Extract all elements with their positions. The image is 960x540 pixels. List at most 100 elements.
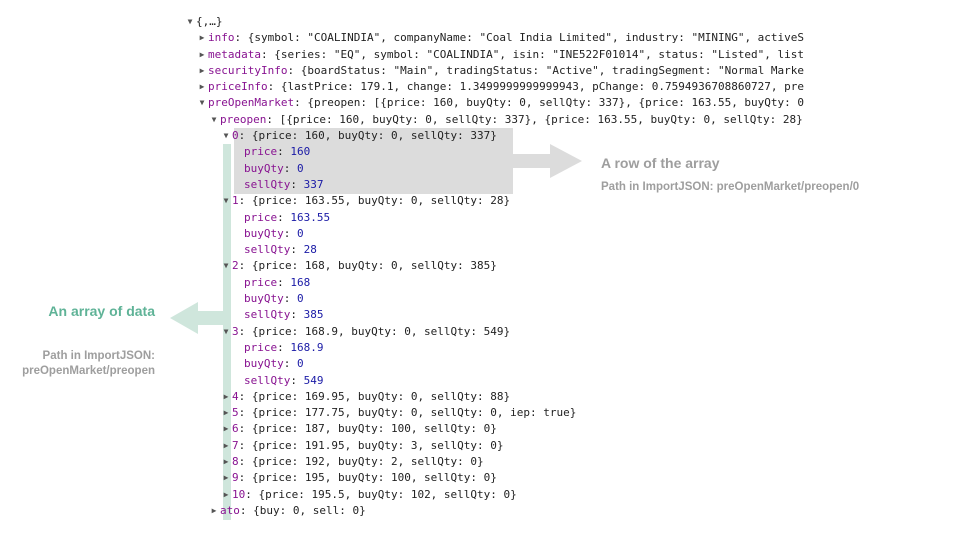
triangle-right-icon[interactable]: ▶ — [199, 49, 205, 59]
key-separator: : — [283, 292, 297, 306]
row-annotation-title: A row of the array — [601, 155, 720, 171]
key-separator: : — [267, 80, 281, 94]
triangle-down-icon[interactable]: ▼ — [223, 326, 229, 336]
tree-summary: {price: 160, buyQty: 0, sellQty: 337} — [251, 129, 497, 143]
array-highlight-bar — [223, 144, 231, 520]
tree-key: 7 — [232, 438, 239, 452]
tree-key: buyQty — [244, 357, 284, 371]
tree-row[interactable]: ▶metadata: {series: "EQ", symbol: "COALI… — [186, 47, 812, 63]
tree-key: preOpenMarket — [208, 96, 295, 110]
tree-row[interactable]: ▶7: {price: 191.95, buyQty: 3, sellQty: … — [186, 438, 812, 454]
key-separator: : — [277, 275, 291, 289]
key-separator: : — [283, 161, 297, 175]
array-annotation-arrow-icon — [170, 302, 224, 334]
key-separator: : — [260, 47, 275, 61]
triangle-down-icon[interactable]: ▼ — [211, 114, 217, 124]
triangle-right-icon[interactable]: ▶ — [211, 505, 217, 515]
tree-value: 0 — [297, 357, 304, 371]
tree-value: 385 — [303, 308, 324, 322]
tree-summary: {price: 192, buyQty: 2, sellQty: 0} — [251, 455, 484, 469]
tree-summary: {price: 168, buyQty: 0, sellQty: 385} — [251, 259, 497, 273]
tree-key: 3 — [232, 324, 239, 338]
key-separator: : — [277, 340, 291, 354]
tree-summary: {series: "EQ", symbol: "COALINDIA", isin… — [274, 47, 805, 61]
triangle-down-icon[interactable]: ▼ — [187, 17, 193, 26]
tree-row[interactable]: ▶6: {price: 187, buyQty: 100, sellQty: 0… — [186, 421, 812, 437]
key-separator: : — [238, 471, 252, 485]
tree-row: sellQty: 385 — [186, 307, 812, 323]
tree-row[interactable]: ▶securityInfo: {boardStatus: "Main", tra… — [186, 63, 812, 79]
key-separator: : — [238, 438, 252, 452]
tree-value: 337 — [303, 177, 324, 191]
key-separator: : — [290, 308, 304, 322]
tree-row[interactable]: ▶4: {price: 169.95, buyQty: 0, sellQty: … — [186, 389, 812, 405]
tree-row[interactable]: ▼{,…} — [186, 14, 812, 30]
tree-row[interactable]: ▼0: {price: 160, buyQty: 0, sellQty: 337… — [186, 128, 812, 144]
key-separator: : — [290, 373, 304, 387]
tree-row[interactable]: ▶10: {price: 195.5, buyQty: 102, sellQty… — [186, 487, 812, 503]
tree-row[interactable]: ▶5: {price: 177.75, buyQty: 0, sellQty: … — [186, 405, 812, 421]
key-separator: : — [238, 389, 252, 403]
triangle-right-icon[interactable]: ▶ — [223, 473, 229, 483]
tree-key: 6 — [232, 422, 239, 436]
tree-value: 163.55 — [290, 210, 331, 224]
tree-key: priceInfo — [208, 80, 268, 94]
json-tree-viewer: ▼{,…}▶info: {symbol: "COALINDIA", compan… — [186, 14, 812, 520]
key-separator: : — [234, 31, 248, 45]
tree-key: sellQty — [244, 373, 291, 387]
tree-summary: {price: 195.5, buyQty: 102, sellQty: 0} — [258, 487, 517, 501]
triangle-right-icon[interactable]: ▶ — [199, 33, 205, 43]
array-annotation-path-value: preOpenMarket/preopen — [22, 365, 155, 377]
triangle-right-icon[interactable]: ▶ — [223, 457, 229, 467]
tree-row[interactable]: ▼2: {price: 168, buyQty: 0, sellQty: 385… — [186, 258, 812, 274]
triangle-right-icon[interactable]: ▶ — [223, 424, 229, 434]
tree-key: 8 — [232, 455, 239, 469]
key-separator: : — [238, 129, 252, 143]
tree-summary: {lastPrice: 179.1, change: 1.34999999999… — [280, 80, 805, 94]
tree-key: preopen — [220, 112, 267, 126]
tree-summary: {preopen: [{price: 160, buyQty: 0, sellQ… — [307, 96, 805, 110]
tree-row[interactable]: ▶ato: {buy: 0, sell: 0} — [186, 503, 812, 519]
tree-summary: {boardStatus: "Main", tradingStatus: "Ac… — [300, 63, 805, 77]
tree-row: buyQty: 0 — [186, 291, 812, 307]
key-separator: : — [238, 324, 252, 338]
array-row-highlight — [234, 128, 513, 194]
array-annotation-path: Path in ImportJSON: preOpenMarket/preope… — [0, 349, 155, 379]
key-separator: : — [283, 357, 297, 371]
tree-key: info — [208, 31, 235, 45]
triangle-down-icon[interactable]: ▼ — [199, 98, 205, 108]
key-separator: : — [294, 96, 308, 110]
triangle-right-icon[interactable]: ▶ — [199, 65, 205, 75]
tree-row[interactable]: ▼3: {price: 168.9, buyQty: 0, sellQty: 5… — [186, 324, 812, 340]
tree-summary: {price: 168.9, buyQty: 0, sellQty: 549} — [251, 324, 511, 338]
tree-summary: {price: 187, buyQty: 100, sellQty: 0} — [251, 422, 497, 436]
tree-key: ato — [220, 503, 240, 517]
tree-key: price — [244, 340, 278, 354]
tree-row[interactable]: ▼preopen: [{price: 160, buyQty: 0, sellQ… — [186, 112, 812, 128]
key-separator: : — [238, 259, 252, 273]
tree-row[interactable]: ▼1: {price: 163.55, buyQty: 0, sellQty: … — [186, 193, 812, 209]
tree-key: sellQty — [244, 308, 291, 322]
triangle-right-icon[interactable]: ▶ — [199, 82, 205, 92]
tree-value: 168.9 — [290, 340, 324, 354]
triangle-down-icon[interactable]: ▼ — [223, 131, 229, 141]
triangle-down-icon[interactable]: ▼ — [223, 196, 229, 206]
tree-value: 0 — [297, 292, 304, 306]
tree-row: price: 160 — [186, 144, 812, 160]
triangle-right-icon[interactable]: ▶ — [223, 391, 229, 401]
tree-row[interactable]: ▶9: {price: 195, buyQty: 100, sellQty: 0… — [186, 470, 812, 486]
triangle-down-icon[interactable]: ▼ — [223, 261, 229, 271]
tree-root-label: {,…} — [196, 15, 223, 28]
tree-row[interactable]: ▶8: {price: 192, buyQty: 2, sellQty: 0} — [186, 454, 812, 470]
triangle-right-icon[interactable]: ▶ — [223, 440, 229, 450]
tree-key: buyQty — [244, 161, 284, 175]
tree-row[interactable]: ▼preOpenMarket: {preopen: [{price: 160, … — [186, 95, 812, 111]
tree-value: 160 — [290, 145, 311, 159]
tree-key: buyQty — [244, 292, 284, 306]
triangle-right-icon[interactable]: ▶ — [223, 489, 229, 499]
tree-row[interactable]: ▶priceInfo: {lastPrice: 179.1, change: 1… — [186, 79, 812, 95]
triangle-right-icon[interactable]: ▶ — [223, 408, 229, 418]
tree-key: sellQty — [244, 243, 291, 257]
key-separator: : — [287, 63, 301, 77]
tree-row[interactable]: ▶info: {symbol: "COALINDIA", companyName… — [186, 30, 812, 46]
